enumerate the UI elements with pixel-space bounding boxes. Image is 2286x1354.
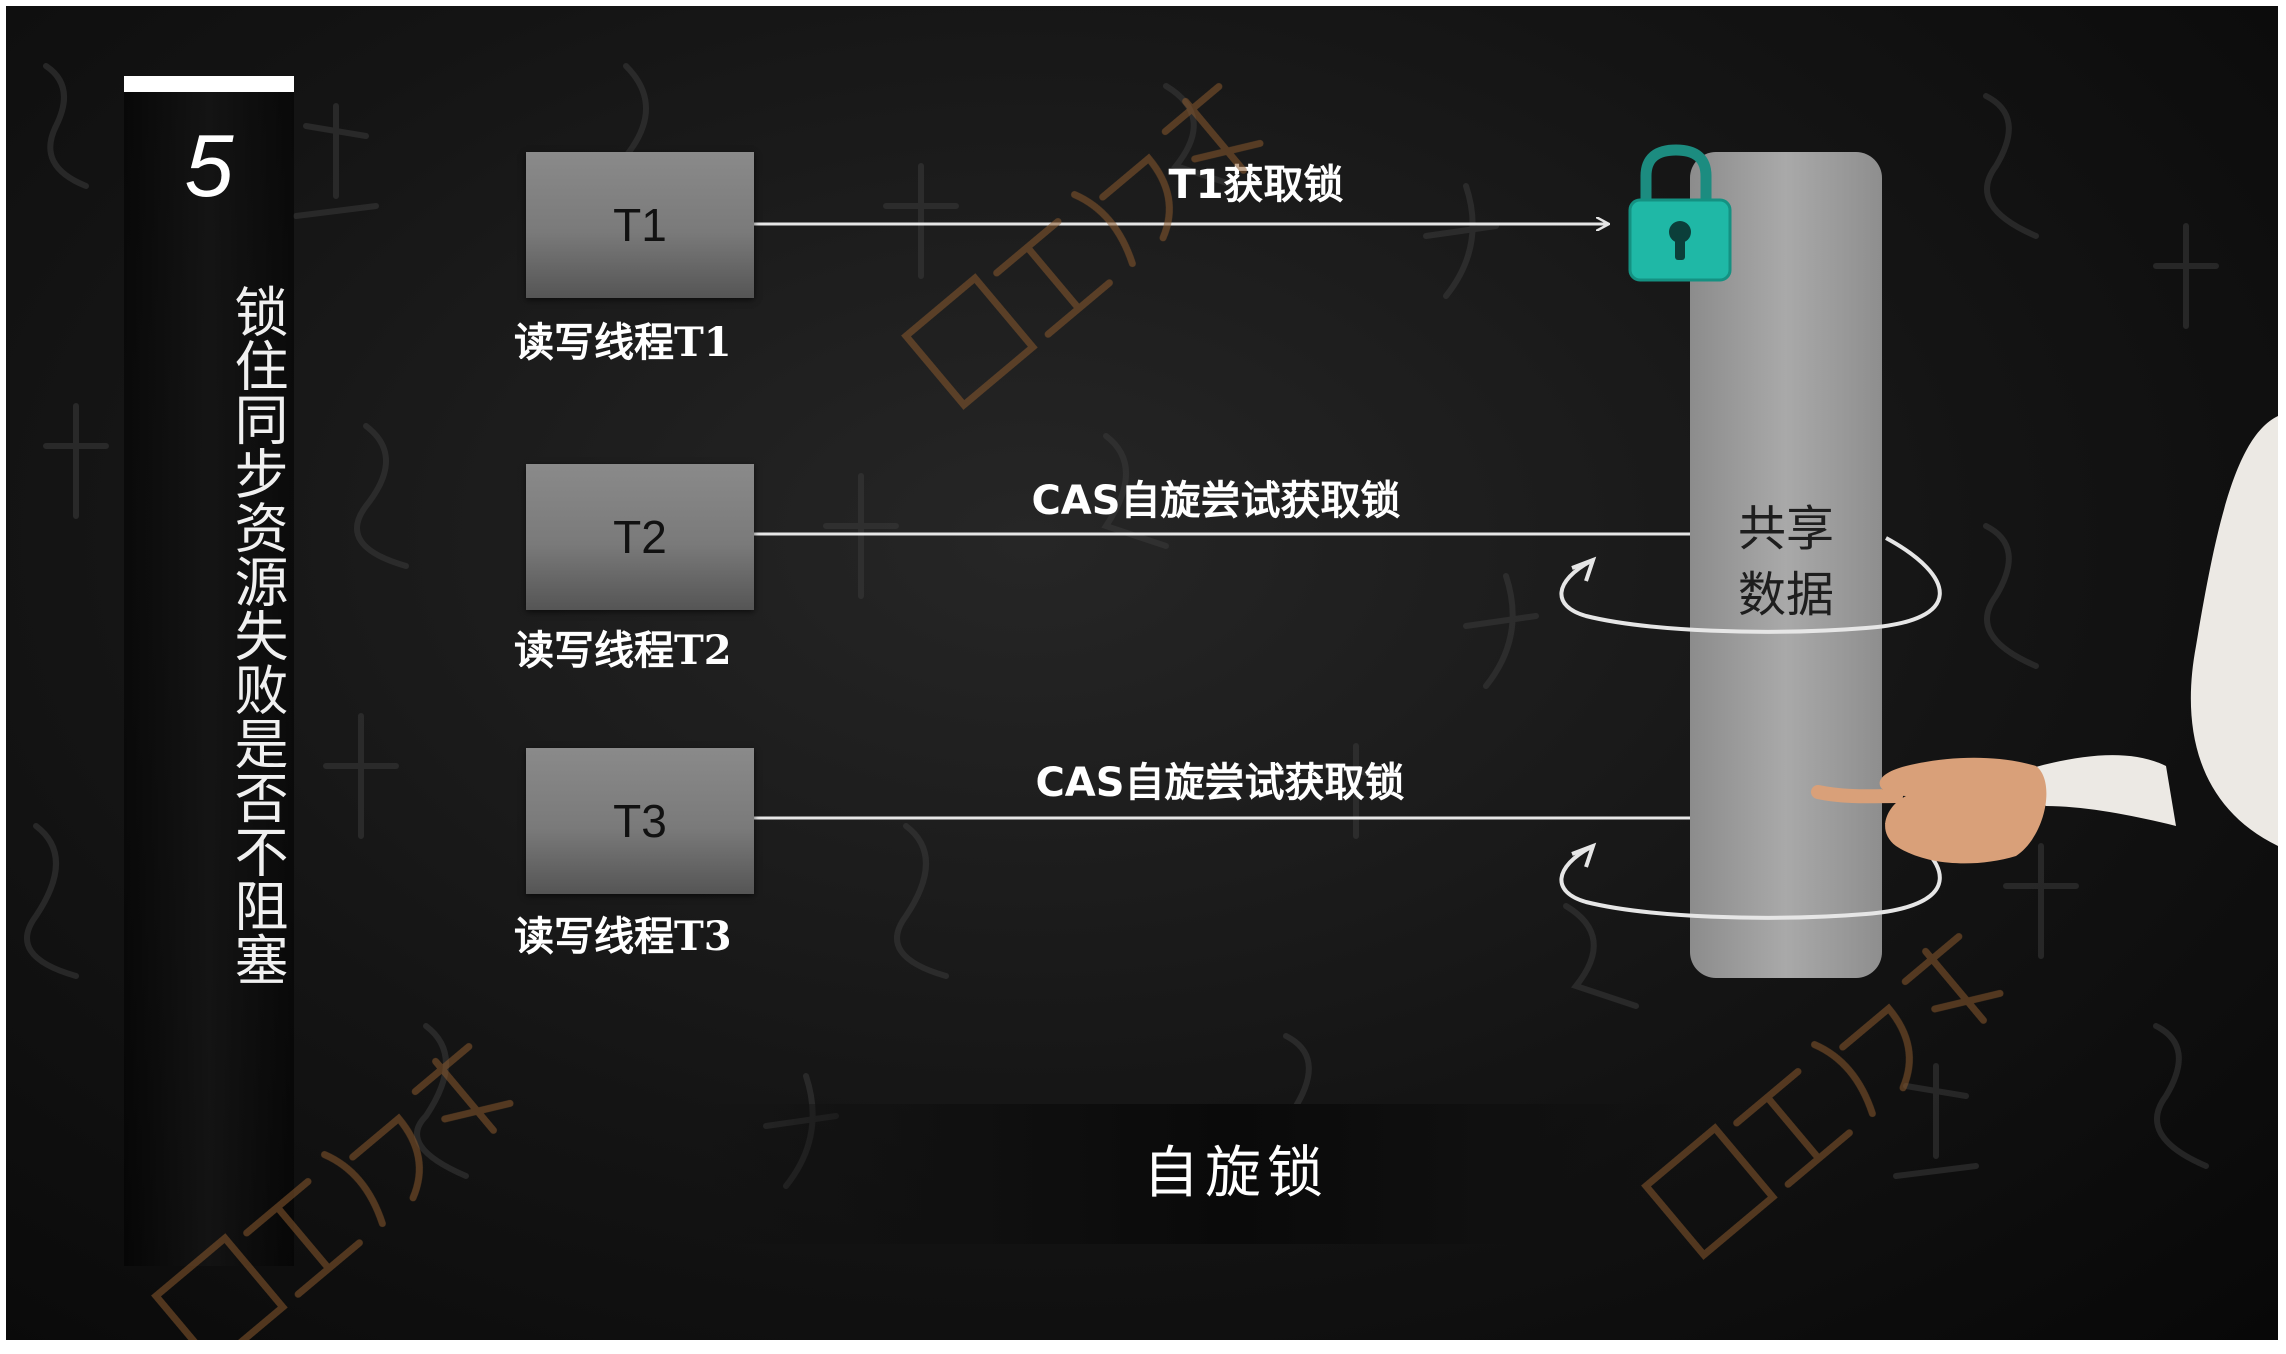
bottom-label: 自旋锁 [1143,1141,1329,1206]
padlock-icon [1628,144,1732,282]
slide-number: 5 [184,116,234,215]
sidebar: 5 锁住同步资源失败是否不阻塞 [124,76,294,1266]
shared-data-label-line2: 数据 [1737,567,1834,623]
slide-title: 锁住同步资源失败是否不阻塞 [225,284,288,986]
thread-caption-t3: 读写线程T3 [514,913,732,960]
thread-box-t3: T3 [526,748,754,894]
bottom-band [706,1104,1756,1244]
spin-loop-t2-arrowhead [1571,556,1597,582]
sidebar-accent-bar [124,76,294,92]
thread-box-t2: T2 [526,464,754,610]
shared-data-pillar [1690,152,1882,978]
arrow-label-t3: CAS自旋尝试获取锁 [1035,760,1405,806]
thread-caption-t2: 读写线程T2 [514,627,732,674]
arrow-label-t2: CAS自旋尝试获取锁 [1031,478,1401,524]
diagram-connectors [754,144,1942,920]
shared-data-label-line1: 共享 [1737,501,1834,557]
spin-loop-t3 [1559,820,1942,920]
slide: 5 锁住同步资源失败是否不阻塞 共享 数据 T1 读写线程T1 T1获取锁 T2 [6,6,2278,1340]
presenter-figure [1811,416,2278,864]
spin-loop-t3-arrowhead [1571,842,1597,868]
spin-loop-t2 [1559,536,1942,634]
shared-data-label: 共享 数据 [1690,496,1882,628]
calligraphy-background [24,63,2219,1189]
thread-box-t1: T1 [526,152,754,298]
thread-caption-t1: 读写线程T1 [514,319,732,366]
